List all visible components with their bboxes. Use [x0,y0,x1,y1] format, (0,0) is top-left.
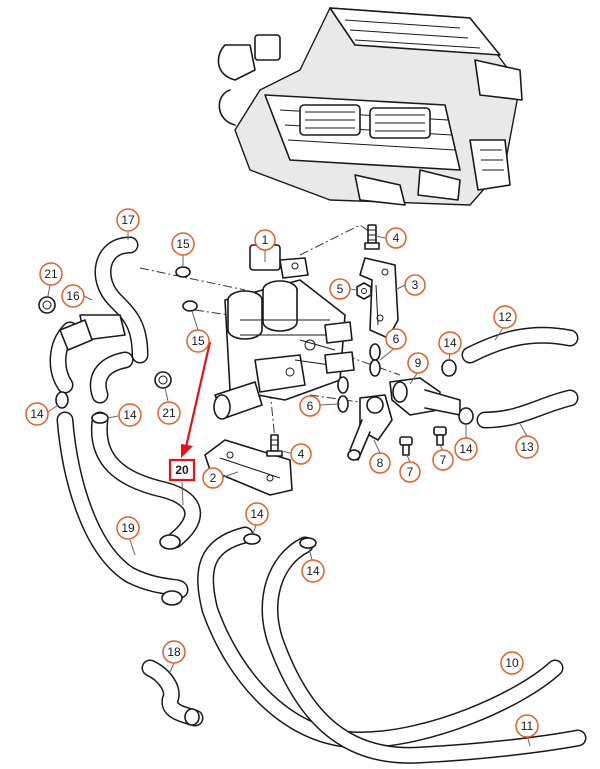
hose-19 [56,411,189,606]
hose-20 [90,411,201,550]
callout-15-lower[interactable]: 15 [186,329,210,353]
hose-13 [476,389,579,429]
callout-14-mid[interactable]: 14 [118,403,142,427]
hose-16 [49,314,126,394]
svg-text:15: 15 [191,334,205,348]
callout-12[interactable]: 12 [493,305,517,329]
svg-text:14: 14 [30,407,44,421]
callout-19[interactable]: 19 [116,516,140,540]
hose-18 [141,659,204,727]
svg-text:9: 9 [415,356,422,370]
svg-text:17: 17 [121,213,135,227]
svg-text:21: 21 [44,267,58,281]
callout-15-upper[interactable]: 15 [171,232,195,256]
seal-rings-21 [38,296,172,389]
callout-3[interactable]: 3 [404,274,426,296]
highlight-arrow [181,341,212,458]
callout-17[interactable]: 17 [116,208,140,232]
bolt-4-top [364,224,380,250]
callout-10[interactable]: 10 [500,651,524,675]
svg-text:8: 8 [377,456,384,470]
callout-14-hose-right[interactable]: 14 [301,559,325,583]
svg-text:14: 14 [250,507,264,521]
svg-text:14: 14 [306,564,320,578]
svg-text:7: 7 [407,465,414,479]
callout-4-lower[interactable]: 4 [290,443,312,465]
callout-14-valve-top[interactable]: 14 [438,331,462,355]
callouts: 1 2 3 4 4 5 6 6 7 7 8 9 10 11 12 13 14 1… [25,208,539,738]
svg-text:10: 10 [505,656,519,670]
callout-5[interactable]: 5 [329,278,351,300]
callout-8[interactable]: 8 [369,452,391,474]
screw-7-right [433,426,447,446]
svg-text:3: 3 [412,278,419,292]
svg-text:14: 14 [123,408,137,422]
hose-12 [461,326,579,364]
svg-text:15: 15 [176,237,190,251]
svg-text:19: 19 [121,521,135,535]
callout-14-valve-bottom[interactable]: 14 [454,437,478,461]
svg-text:14: 14 [443,336,457,350]
hose-17 [94,236,149,364]
svg-text:7: 7 [440,453,447,467]
callout-9[interactable]: 9 [407,352,429,374]
svg-text:4: 4 [393,231,400,245]
heater-valve-assembly [213,244,355,420]
callout-1[interactable]: 1 [254,229,276,251]
connection-piece-8 [347,394,393,461]
hose-16-elbow [89,351,134,404]
svg-text:2: 2 [210,471,217,485]
callout-14-left[interactable]: 14 [25,402,49,426]
callout-11[interactable]: 11 [515,714,539,738]
heater-housing [217,7,523,206]
callout-6-upper[interactable]: 6 [385,328,407,350]
svg-text:5: 5 [337,282,344,296]
bolt-4-lower [266,434,283,457]
svg-text:12: 12 [498,310,512,324]
connection-piece-9 [389,377,461,416]
callout-4-top[interactable]: 4 [385,227,407,249]
nut-5 [356,282,372,300]
callout-14-hose-left[interactable]: 14 [245,502,269,526]
svg-text:11: 11 [521,719,534,733]
svg-text:20: 20 [175,463,189,477]
hose-11 [261,536,587,764]
screw-7-left [399,436,413,456]
callout-20-highlighted[interactable]: 20 [168,458,196,482]
leader-lines [47,232,531,747]
svg-text:21: 21 [162,406,176,420]
callout-18[interactable]: 18 [162,640,186,664]
callout-16[interactable]: 16 [61,284,85,308]
callout-21-upper[interactable]: 21 [39,262,63,286]
svg-text:16: 16 [66,289,80,303]
svg-text:6: 6 [393,332,400,346]
callout-7-left[interactable]: 7 [399,461,421,483]
svg-text:4: 4 [298,447,305,461]
svg-text:14: 14 [459,442,473,456]
mounting-bracket-3 [359,257,399,339]
svg-text:1: 1 [262,233,269,247]
hose-10 [197,526,564,749]
svg-text:6: 6 [307,399,314,413]
callout-13[interactable]: 13 [515,435,539,459]
svg-text:18: 18 [167,645,181,659]
callout-7-right[interactable]: 7 [432,449,454,471]
clamps [55,266,474,549]
callout-2[interactable]: 2 [202,467,224,489]
svg-text:13: 13 [520,440,534,454]
callout-6-lower[interactable]: 6 [299,395,321,417]
callout-21-lower[interactable]: 21 [157,401,181,425]
